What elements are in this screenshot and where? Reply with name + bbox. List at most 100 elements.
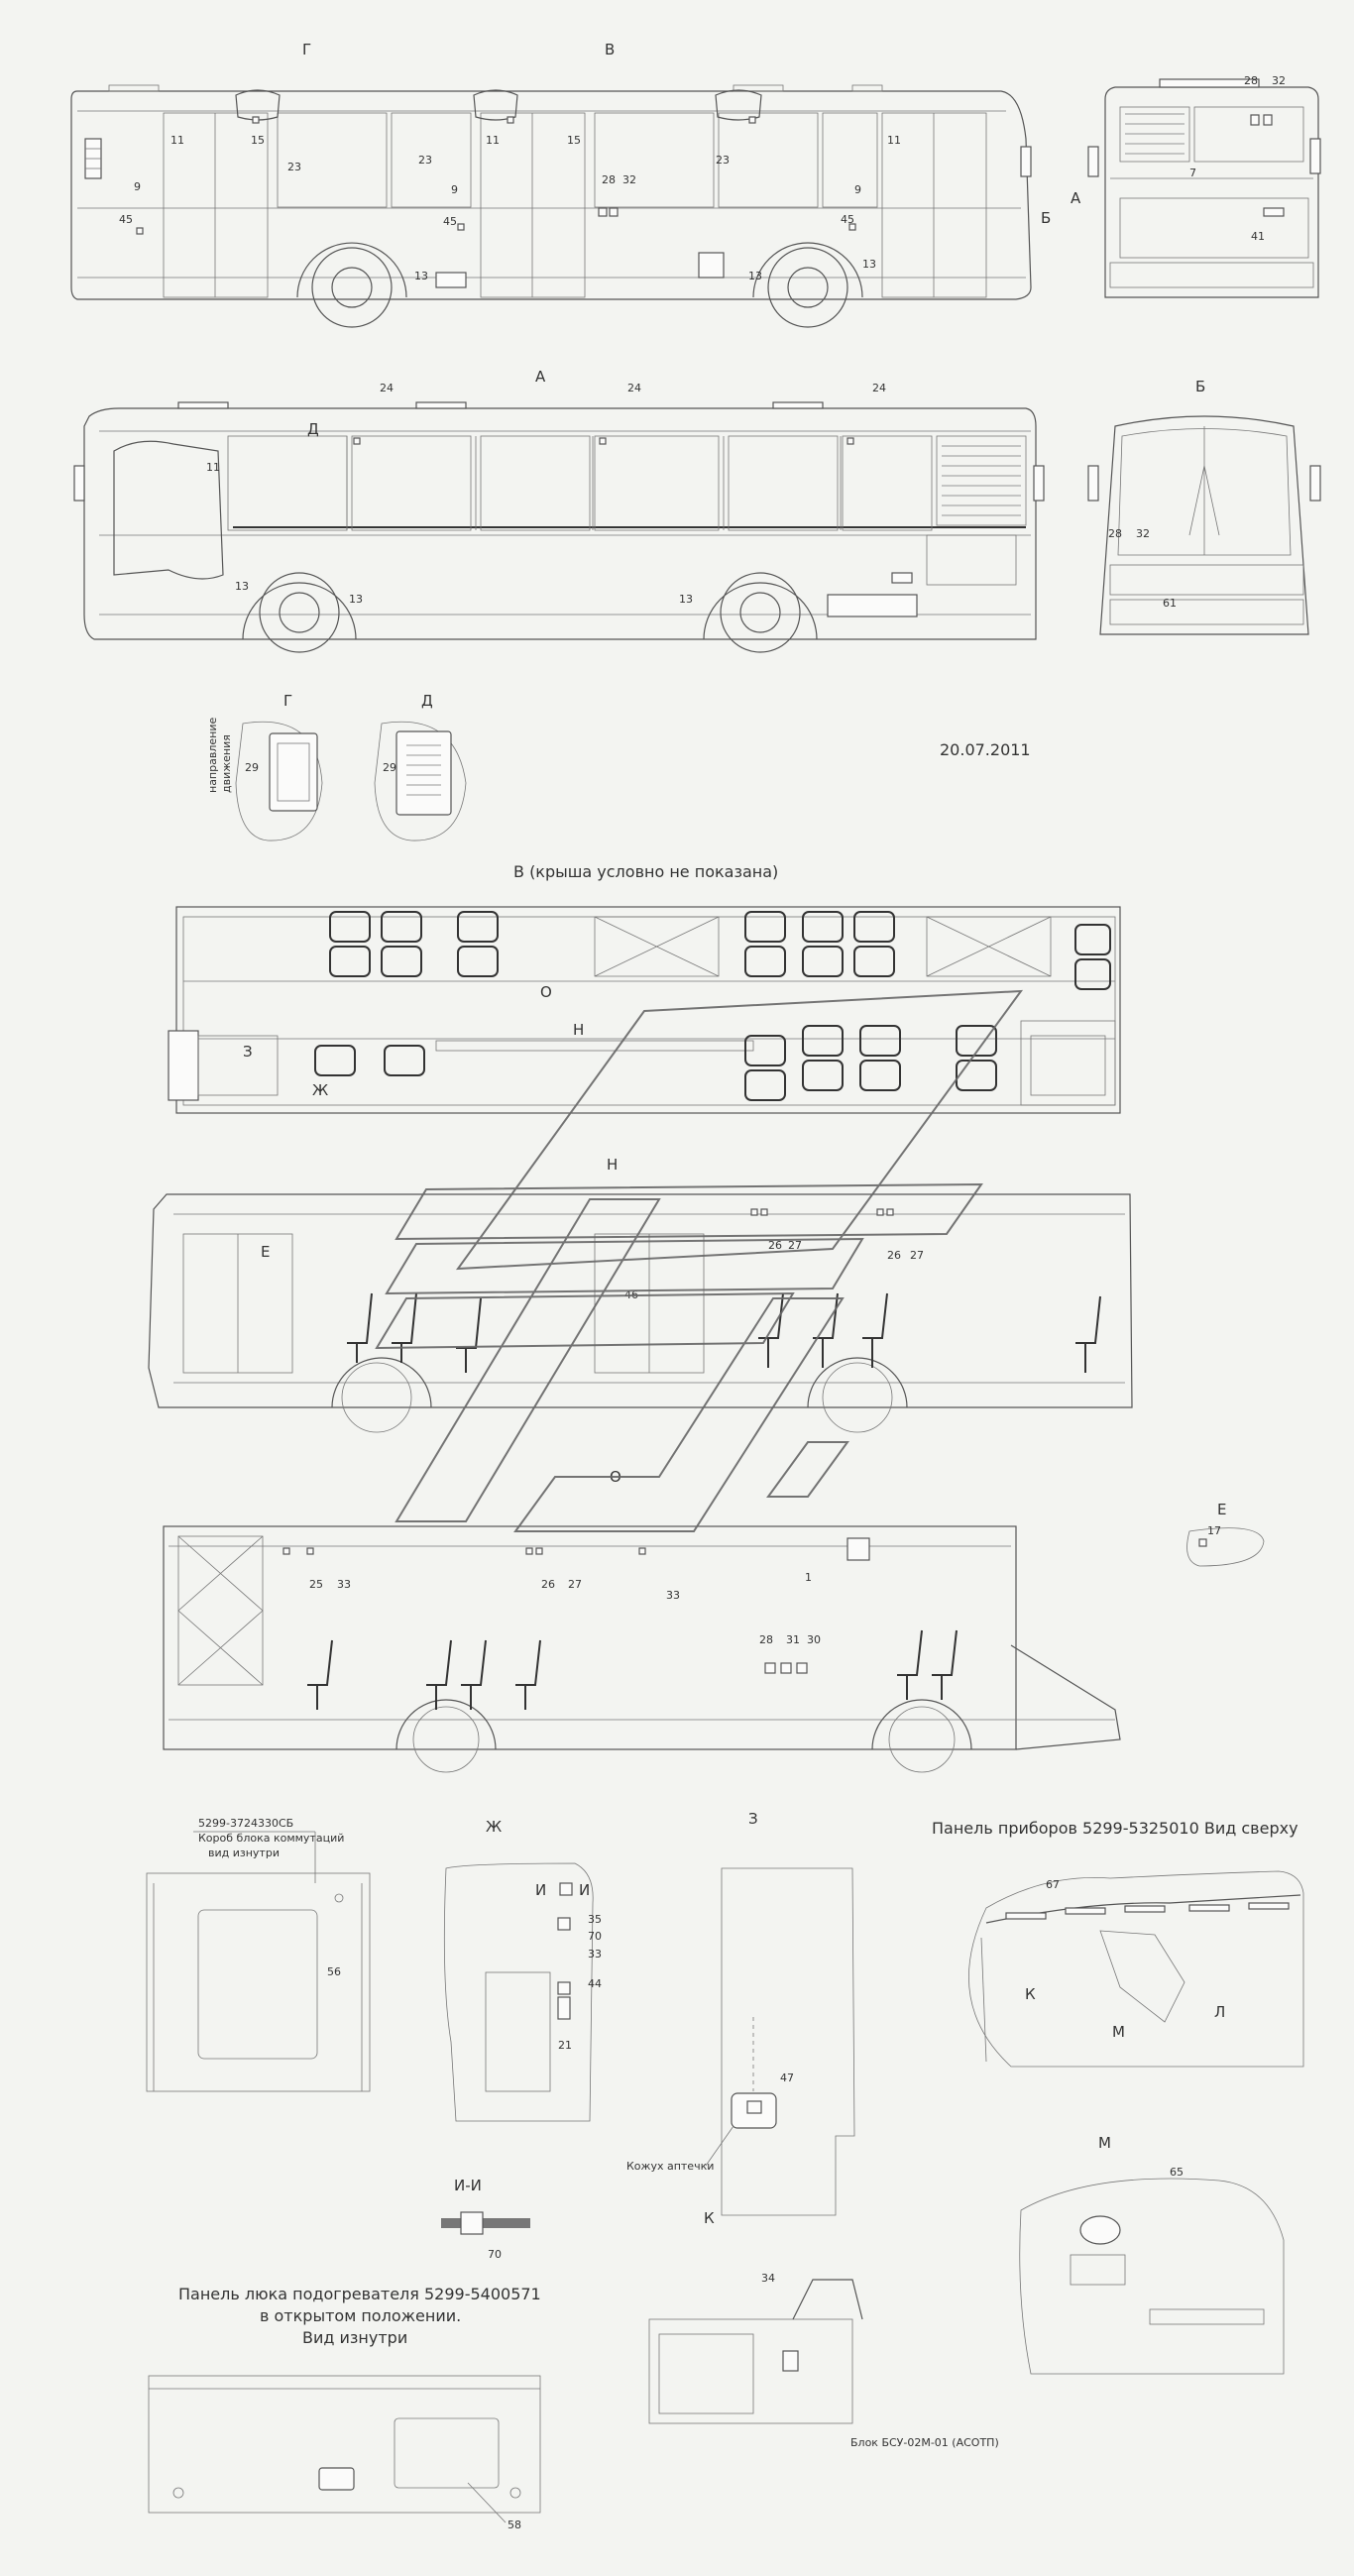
callout-67: 67 xyxy=(1046,1878,1060,1891)
callout-45: 45 xyxy=(119,213,133,226)
bus-side-view-left: А Д 24 24 24 xyxy=(73,368,1045,653)
caption-first-aid: Кожух аптечки xyxy=(626,2160,714,2173)
callout-28: 28 xyxy=(602,173,616,186)
callout-30: 30 xyxy=(807,1633,821,1646)
section-label-i-left: И xyxy=(535,1881,546,1899)
callout-24: 24 xyxy=(627,382,641,394)
view-label-a-arrow: А xyxy=(1071,189,1081,207)
callout-32: 32 xyxy=(1272,74,1286,87)
bus-plan-view: В (крыша условно не показана) О xyxy=(168,862,1121,1114)
view-label-zh: Ж xyxy=(486,1818,502,1836)
callout-26: 26 xyxy=(768,1239,782,1252)
seat-group xyxy=(314,911,1111,1101)
view-label-a: А xyxy=(535,368,546,386)
detail-views-g-d: Г 29 направление движения Д 29 xyxy=(206,692,467,841)
callout-9: 9 xyxy=(451,183,458,196)
callout-65: 65 xyxy=(1170,2166,1184,2179)
heater-panel-title-1: Панель люка подогревателя 5299-5400571 xyxy=(178,2285,541,2303)
view-label-o-marker: О xyxy=(540,983,552,1001)
callout-13: 13 xyxy=(414,270,428,282)
callout-70: 70 xyxy=(588,1930,602,1943)
caption-bsu-block: Блок БСУ-02М-01 (АСОТП) xyxy=(850,2436,999,2449)
bus-rear-view: Б 28 32 61 xyxy=(1087,378,1321,635)
section-label-i-right: И xyxy=(579,1881,590,1899)
bus-front-view: 28 32 7 41 xyxy=(1087,74,1321,298)
bus-side-view-right: Г В Б А 11 11 11 15 15 23 23 23 9 9 9 45… xyxy=(70,41,1081,328)
view-label-e: Е xyxy=(1217,1501,1226,1518)
view-label-e-marker: Е xyxy=(261,1243,270,1261)
callout-15: 15 xyxy=(251,134,265,147)
callout-56: 56 xyxy=(327,1965,341,1978)
caption-switch-box-1: 5299-3724330СБ xyxy=(198,1817,293,1830)
view-label-n-marker: Н xyxy=(573,1021,584,1039)
callout-9: 9 xyxy=(134,180,141,193)
callout-11: 11 xyxy=(206,461,220,474)
callout-26: 26 xyxy=(541,1578,555,1591)
callout-32: 32 xyxy=(1136,527,1150,540)
heater-panel-title-2: в открытом положении. xyxy=(260,2306,461,2325)
callout-23: 23 xyxy=(716,154,730,167)
callout-13: 13 xyxy=(349,593,363,606)
view-label-v: В xyxy=(605,41,615,58)
detail-view-e: Е 17 xyxy=(1186,1501,1265,1567)
callout-28: 28 xyxy=(759,1633,773,1646)
callout-23: 23 xyxy=(418,154,432,167)
callout-21: 21 xyxy=(558,2039,572,2052)
callout-34: 34 xyxy=(761,2272,775,2285)
section-i-i: И-И 70 xyxy=(441,2177,530,2261)
callout-15: 15 xyxy=(567,134,581,147)
callout-24: 24 xyxy=(872,382,886,394)
callout-29: 29 xyxy=(245,761,259,774)
callout-28: 28 xyxy=(1108,527,1122,540)
detail-view-zh: Ж И И 35 70 33 44 21 xyxy=(443,1818,602,2122)
detail-switch-box: 5299-3724330СБ Короб блока коммутаций ви… xyxy=(146,1817,371,2092)
heater-panel-title-3: Вид изнутри xyxy=(302,2328,407,2347)
view-label-k-marker: К xyxy=(1025,1985,1036,2003)
callout-44: 44 xyxy=(588,1977,602,1990)
callout-11: 11 xyxy=(486,134,500,147)
callout-58: 58 xyxy=(508,2519,521,2531)
callout-13: 13 xyxy=(748,270,762,282)
callout-13: 13 xyxy=(235,580,249,593)
plan-view-title: В (крыша условно не показана) xyxy=(513,862,778,881)
detail-view-z: З 47 Кожух аптечки xyxy=(626,1810,855,2216)
view-label-z: З xyxy=(748,1810,758,1828)
callout-45: 45 xyxy=(443,215,457,228)
callout-33: 33 xyxy=(666,1589,680,1602)
callout-70: 70 xyxy=(488,2248,502,2261)
detail-heater-panel: Панель люка подогревателя 5299-5400571 в… xyxy=(148,2285,541,2531)
instrument-panel-title: Панель приборов 5299-5325010 Вид сверху xyxy=(932,1819,1298,1838)
callout-17: 17 xyxy=(1207,1524,1221,1537)
callout-27: 27 xyxy=(788,1239,802,1252)
detail-instrument-panel: Панель приборов 5299-5325010 Вид сверху … xyxy=(932,1819,1304,2068)
callout-41: 41 xyxy=(1251,230,1265,243)
view-label-n: Н xyxy=(607,1156,618,1174)
view-label-b: Б xyxy=(1195,378,1205,395)
section-label-i-i: И-И xyxy=(454,2177,482,2194)
view-label-d-detail: Д xyxy=(421,692,433,710)
view-label-zh-marker: Ж xyxy=(312,1081,328,1099)
callout-27: 27 xyxy=(910,1249,924,1262)
callout-7: 7 xyxy=(1189,167,1196,179)
callout-27: 27 xyxy=(568,1578,582,1591)
view-label-m-marker: М xyxy=(1112,2023,1125,2041)
callout-33: 33 xyxy=(588,1948,602,1960)
caption-switch-box-3: вид изнутри xyxy=(208,1847,280,1859)
callout-25: 25 xyxy=(309,1578,323,1591)
view-label-z-marker: З xyxy=(243,1043,253,1061)
callout-47: 47 xyxy=(780,2072,794,2084)
callout-26: 26 xyxy=(887,1249,901,1262)
callout-29: 29 xyxy=(383,761,396,774)
callout-1: 1 xyxy=(805,1571,812,1584)
view-label-d-marker: Д xyxy=(307,420,319,438)
caption-switch-box-2: Короб блока коммутаций xyxy=(198,1832,344,1845)
callout-11: 11 xyxy=(887,134,901,147)
callout-23: 23 xyxy=(287,161,301,173)
callout-31: 31 xyxy=(786,1633,800,1646)
view-label-m: М xyxy=(1098,2134,1111,2152)
drawing-date: 20.07.2011 xyxy=(940,740,1031,759)
callout-28: 28 xyxy=(1244,74,1258,87)
callout-33: 33 xyxy=(337,1578,351,1591)
callout-61: 61 xyxy=(1163,597,1177,610)
